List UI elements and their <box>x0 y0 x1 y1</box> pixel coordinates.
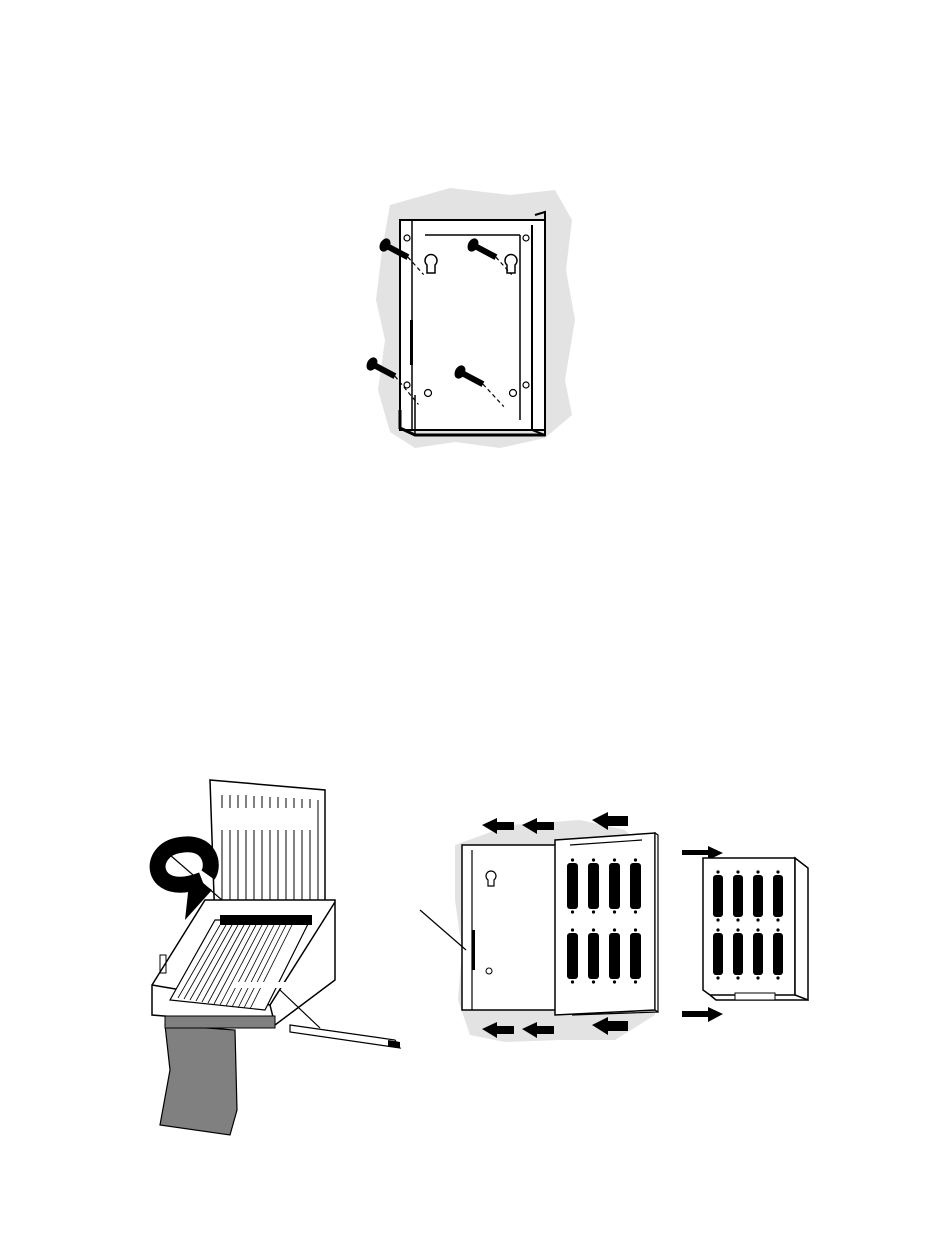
connector-screw-dot <box>634 910 637 913</box>
connector-screw-dot <box>571 858 574 861</box>
wall-mount-bracket-figure <box>360 180 600 460</box>
bracket-plate <box>400 220 545 430</box>
ribbon-connector <box>220 915 312 925</box>
connector-screw-dot <box>592 858 595 861</box>
connector-screw-dot <box>756 918 759 921</box>
connector-screw-dot <box>634 980 637 983</box>
connector-screw-dot <box>571 928 574 931</box>
connector-screw-dot <box>736 976 739 979</box>
db-connector-icon <box>630 933 641 979</box>
connector-screw-dot <box>716 870 719 873</box>
db-connector-icon <box>588 863 599 909</box>
connector-screw-dot <box>716 976 719 979</box>
slide-in-module-drawing <box>410 800 830 1050</box>
keyhole-slot-left <box>425 255 437 273</box>
db-connector-icon <box>753 875 763 917</box>
connector-screw-dot <box>571 980 574 983</box>
db-connector-icon <box>733 933 743 975</box>
connector-screw-dot <box>736 918 739 921</box>
connector-screw-dot <box>613 858 616 861</box>
connector-screw-dot <box>716 928 719 931</box>
connector-screw-dot <box>592 980 595 983</box>
connector-screw-dot <box>756 870 759 873</box>
connector-screw-dot <box>613 980 616 983</box>
module-panel-sliding <box>555 833 655 1015</box>
connector-screw-dot <box>756 976 759 979</box>
slide-in-module-figure <box>410 800 830 1050</box>
connector-screw-dot <box>776 870 779 873</box>
db-connector-icon <box>713 875 723 917</box>
db-connector-icon <box>567 933 578 979</box>
connector-screw-dot <box>634 928 637 931</box>
connector-screw-dot <box>756 928 759 931</box>
ribbon-cable-connection-figure <box>140 770 420 1140</box>
connector-screw-dot <box>716 918 719 921</box>
insertion-tool <box>290 1025 400 1048</box>
connector-screw-dot <box>592 928 595 931</box>
db-connector-icon <box>773 875 783 917</box>
connector-screw-dot <box>776 928 779 931</box>
db-connector-icon <box>609 933 620 979</box>
db-connector-icon <box>630 863 641 909</box>
connector-screw-dot <box>613 928 616 931</box>
connector-screw-dot <box>776 918 779 921</box>
wall-mount-bracket-drawing <box>360 180 600 460</box>
db-connector-icon <box>567 863 578 909</box>
ribbon-cable <box>160 1025 237 1135</box>
db-connector-icon <box>609 863 620 909</box>
db-connector-icon <box>588 933 599 979</box>
connector-screw-dot <box>776 976 779 979</box>
db-connector-icon <box>713 933 723 975</box>
connector-screw-dot <box>736 928 739 931</box>
connector-screw-dot <box>571 910 574 913</box>
connector-screw-dot <box>592 910 595 913</box>
connector-screw-dot <box>613 910 616 913</box>
connector-screw-dot <box>634 858 637 861</box>
connector-screw-dot <box>736 870 739 873</box>
db-connector-icon <box>753 933 763 975</box>
keyhole-slot-right <box>505 255 517 273</box>
db-connector-icon <box>733 875 743 917</box>
ribbon-cable-drawing <box>140 770 420 1140</box>
db-connector-icon <box>773 933 783 975</box>
